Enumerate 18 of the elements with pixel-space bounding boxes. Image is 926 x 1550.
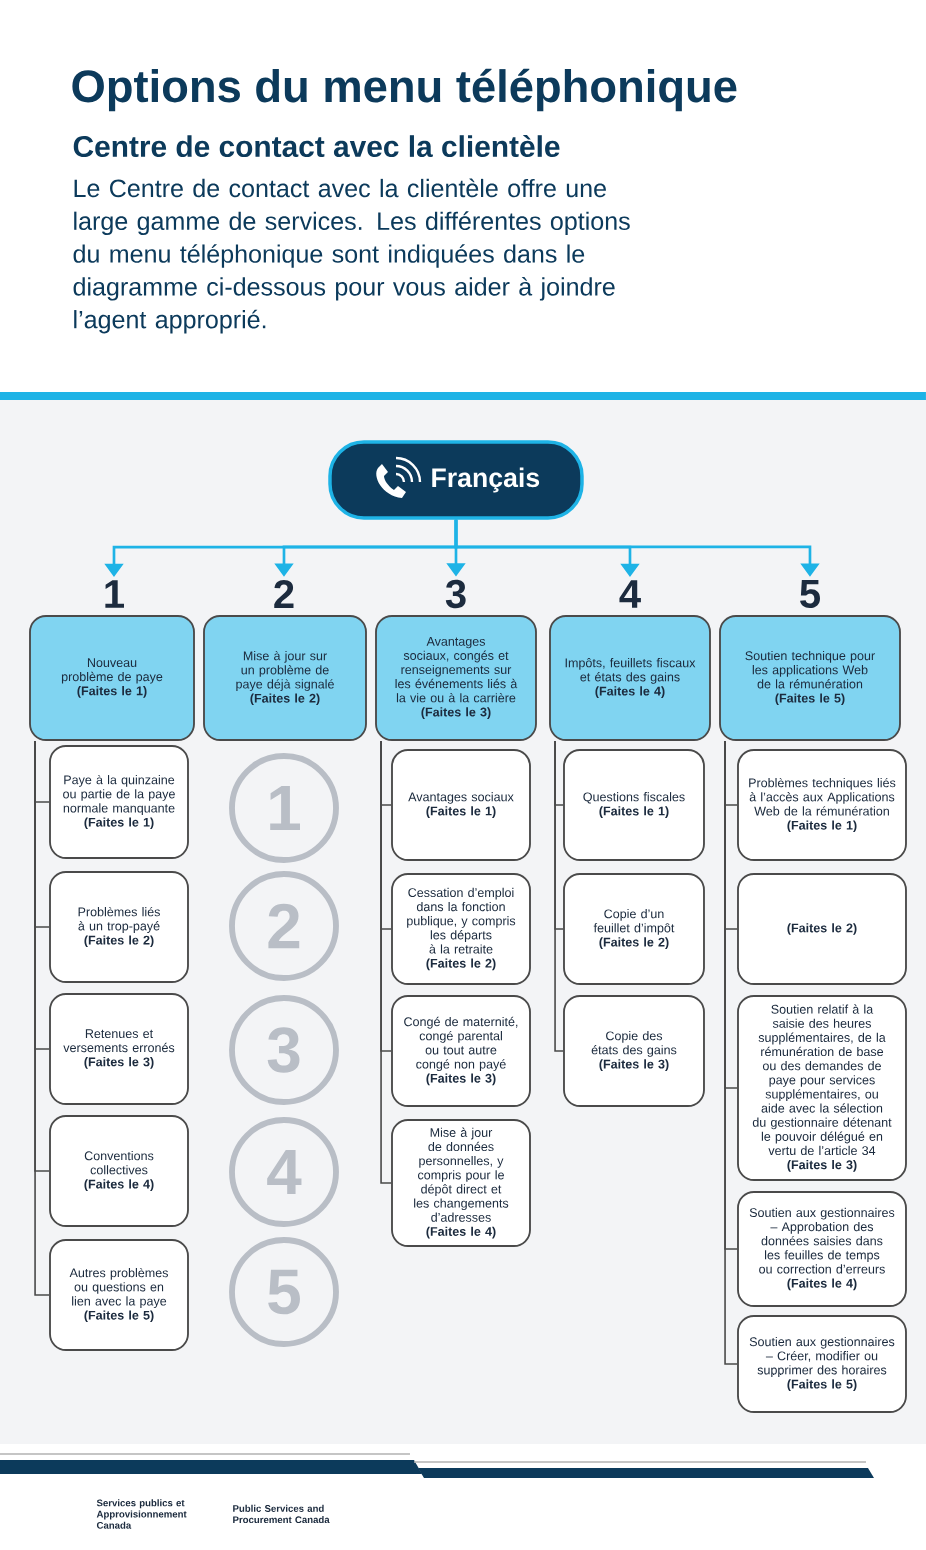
option-number: 3 xyxy=(445,579,466,609)
title: Options du menu téléphonique xyxy=(72,68,737,112)
circled-number: 1 xyxy=(229,753,339,863)
connector-line xyxy=(34,740,50,1296)
circled-number: 4 xyxy=(229,1117,339,1227)
connector-line xyxy=(724,740,738,1365)
subtitle: Centre de contact avec la clientèle xyxy=(73,134,560,158)
connector-line xyxy=(554,740,564,1052)
menu-button: Français xyxy=(328,440,584,520)
intro-paragraph: Le Centre de contact avec la clientèle offre une large gamme de services. Les différentes options du menu téléphonique sont indiquées dans le diagramme ci-dessous pour vous aider à joindre l’agent approprié. xyxy=(73,178,630,334)
option-number: 1 xyxy=(105,580,124,608)
circled-number: 2 xyxy=(229,871,339,981)
option-number: 2 xyxy=(274,580,294,608)
option-number: 5 xyxy=(800,580,820,608)
circled-number: 3 xyxy=(229,995,339,1105)
connector-line xyxy=(380,740,392,1184)
option-number: 4 xyxy=(619,580,641,608)
circled-number: 5 xyxy=(229,1237,339,1347)
